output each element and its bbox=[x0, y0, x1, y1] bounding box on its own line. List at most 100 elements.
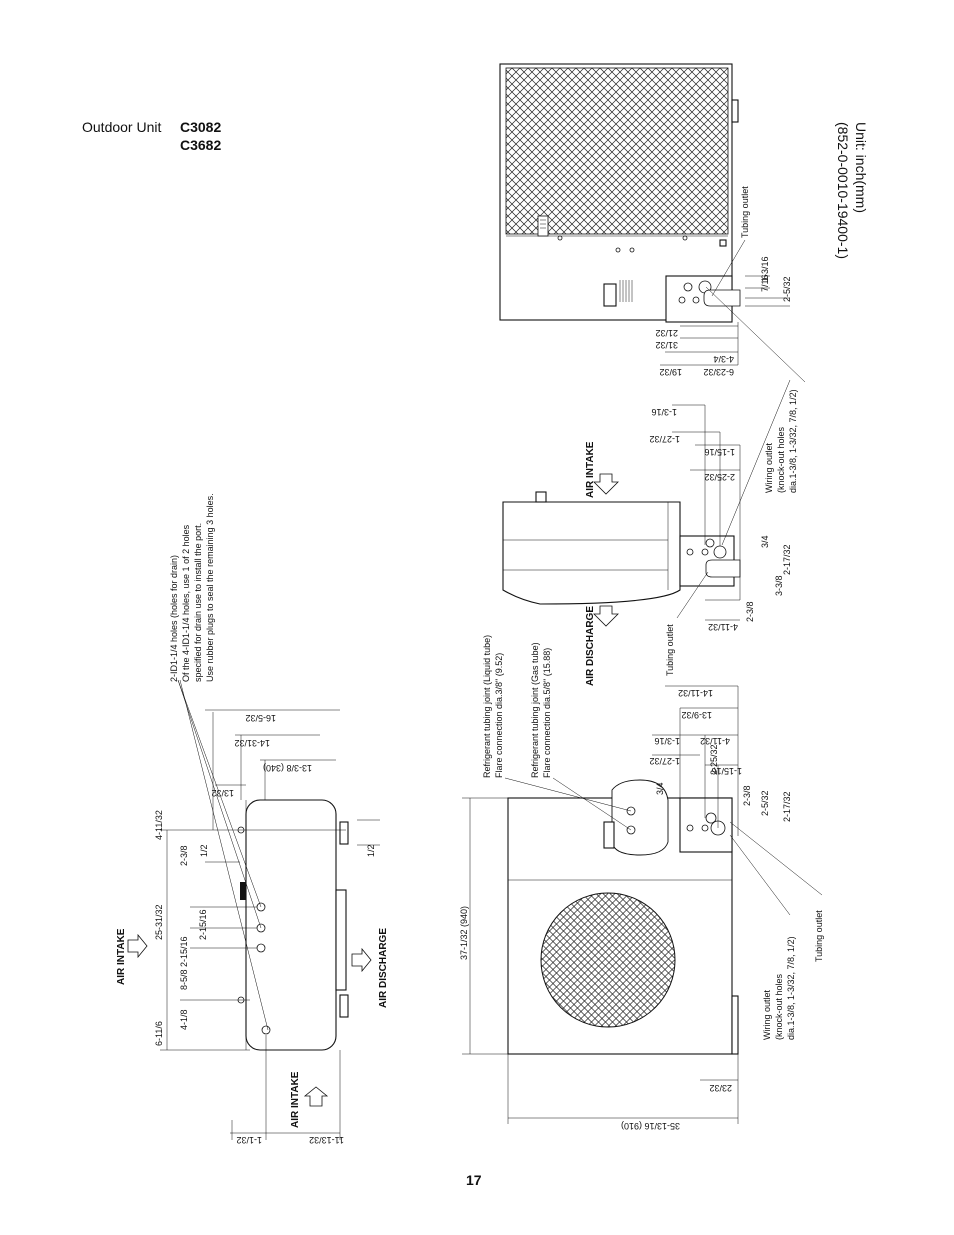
dim-base-top-4: 13/32 bbox=[211, 788, 234, 798]
dim-front-r11: 2-17/32 bbox=[782, 791, 792, 822]
svg-text:specified for drain use to ins: specified for drain use to install the p… bbox=[193, 523, 203, 682]
dim-base-small-1: 1/2 bbox=[199, 844, 209, 857]
dim-rear-5: 6-23/32 bbox=[703, 367, 734, 377]
svg-text:Of the 4-ID1-1/4 holes, use 1: Of the 4-ID1-1/4 holes, use 1 of 2 holes bbox=[181, 524, 191, 682]
dim-front-r4: 1-3/16 bbox=[654, 736, 680, 746]
dim-base-mid-2: 2-15/16 bbox=[198, 909, 208, 940]
svg-text:Use rubber plugs to seal the r: Use rubber plugs to seal the remaining 3… bbox=[205, 493, 215, 682]
svg-text:Wiring outlet: Wiring outlet bbox=[764, 442, 774, 493]
base-valve bbox=[240, 882, 246, 900]
svg-text:dia.1-3/8, 1-3/32, 7/8, 1/2): dia.1-3/8, 1-3/32, 7/8, 1/2) bbox=[788, 389, 798, 493]
svg-text:Wiring outlet: Wiring outlet bbox=[762, 989, 772, 1040]
svg-text:(knock-out holes: (knock-out holes bbox=[776, 426, 786, 493]
liquid-joint-note: Refrigerant tubing joint (Liquid tube) F… bbox=[482, 635, 504, 778]
dim-front-r5: 1-27/32 bbox=[649, 756, 680, 766]
rear-panel-box bbox=[603, 283, 617, 307]
arrow-intake-top-icon bbox=[127, 933, 148, 959]
front-side-tab bbox=[731, 995, 739, 1055]
dim-side-7: 3-3/8 bbox=[774, 575, 784, 596]
gas-joint-note: Refrigerant tubing joint (Gas tube) Flar… bbox=[530, 642, 552, 778]
dim-front-r10: 2-5/32 bbox=[760, 790, 770, 816]
side-view: 1-3/16 1-27/32 1-15/16 2-25/32 3/4 2-17/… bbox=[502, 379, 798, 686]
dim-base-left-3: 6-11/6 bbox=[154, 1021, 164, 1046]
dim-base-left-1: 4-11/32 bbox=[154, 810, 164, 840]
base-view: 16-5/32 14-31/32 13-3/8 (340) 13/32 4-11… bbox=[116, 493, 389, 1145]
front-valve-box bbox=[603, 821, 615, 849]
dim-side-6: 2-17/32 bbox=[782, 544, 792, 575]
dim-base-top-3: 13-3/8 (340) bbox=[263, 763, 312, 773]
title-label: Outdoor Unit bbox=[82, 119, 162, 135]
svg-text:2-ID1-1/4 holes (holes for dra: 2-ID1-1/4 holes (holes for drain) bbox=[169, 555, 179, 682]
dim-front-r1: 14-11/32 bbox=[678, 688, 713, 698]
base-foot-bottom bbox=[339, 994, 349, 1018]
front-wiring-note: Wiring outlet (knock-out holes dia.1-3/8… bbox=[762, 936, 796, 1040]
dim-front-r8: 3/4 bbox=[655, 782, 665, 795]
side-air-discharge: AIR DISCHARGE bbox=[585, 606, 596, 686]
dim-front-height: 37-1/32 (940) bbox=[459, 906, 469, 960]
side-cap bbox=[535, 491, 547, 503]
dim-front-width: 35-13/16 (910) bbox=[621, 1121, 680, 1131]
dim-front-r6: 1-15/16 bbox=[711, 766, 742, 776]
dim-front-r7: 2-25/32 bbox=[709, 744, 719, 775]
arrow-intake-bottom-icon bbox=[303, 1086, 329, 1107]
dim-rear-6: 1-3/16 bbox=[760, 256, 770, 282]
svg-text:Refrigerant tubing joint (Gas: Refrigerant tubing joint (Gas tube) bbox=[530, 642, 540, 778]
base-air-discharge: AIR DISCHARGE bbox=[378, 928, 389, 1008]
dim-rear-3: 4-3/4 bbox=[713, 354, 734, 364]
rear-tubing-outlet: Tubing outlet bbox=[740, 186, 750, 238]
front-tubing-outlet: Tubing outlet bbox=[814, 910, 824, 962]
dim-base-mid-1: 2-3/8 bbox=[179, 845, 189, 866]
front-view: 37-1/32 (940) 35-13/16 (910) 23/32 14-11… bbox=[459, 635, 824, 1131]
svg-text:Refrigerant tubing joint (Liqu: Refrigerant tubing joint (Liquid tube) bbox=[482, 635, 492, 778]
base-air-intake-top: AIR INTAKE bbox=[116, 928, 127, 985]
dim-rear-7: 7/16 bbox=[760, 274, 770, 292]
arrow-discharge-icon bbox=[351, 947, 372, 973]
fan-grille bbox=[540, 892, 676, 1028]
dim-side-3: 1-15/16 bbox=[704, 447, 735, 457]
dim-side-2: 1-27/32 bbox=[649, 434, 680, 444]
svg-text:dia.1-3/8, 1-3/32, 7/8, 1/2): dia.1-3/8, 1-3/32, 7/8, 1/2) bbox=[786, 936, 796, 1040]
base-air-intake-bottom: AIR INTAKE bbox=[290, 1071, 301, 1128]
rear-grille bbox=[505, 67, 729, 235]
dim-base-top-2: 14-31/32 bbox=[234, 738, 270, 748]
page-number: 17 bbox=[466, 1172, 482, 1188]
dim-rear-4: 19/32 bbox=[659, 367, 682, 377]
rear-view: 21/32 31/32 4-3/4 19/32 6-23/32 1-3/16 7… bbox=[499, 63, 806, 383]
drain-note: 2-ID1-1/4 holes (holes for drain) Of the… bbox=[169, 493, 215, 682]
dim-base-small-2: 1/2 bbox=[366, 844, 376, 857]
dim-side-8: 2-3/8 bbox=[745, 601, 755, 622]
dim-side-5: 3/4 bbox=[760, 535, 770, 548]
model-2: C3682 bbox=[180, 137, 222, 153]
base-foot-top bbox=[339, 821, 349, 845]
gas-valve bbox=[626, 825, 636, 835]
rear-side-tab bbox=[731, 99, 739, 123]
dim-base-bottom-1: 1-1/32 bbox=[236, 1135, 262, 1145]
svg-text:Flare connection dia.3/8" (9.5: Flare connection dia.3/8" (9.52) bbox=[494, 653, 504, 778]
dim-front-r2: 13-9/32 bbox=[681, 710, 712, 720]
base-outline bbox=[245, 799, 337, 1051]
side-intake-arrow-icon bbox=[593, 473, 619, 495]
side-wiring-note: Wiring outlet (knock-out holes dia.1-3/8… bbox=[764, 389, 798, 493]
dim-base-bottom-2: 11-13/32 bbox=[309, 1135, 344, 1145]
dim-side-4: 2-25/32 bbox=[704, 472, 735, 482]
dim-front-small: 23/32 bbox=[709, 1083, 732, 1093]
dim-rear-8: 2-5/32 bbox=[782, 276, 792, 302]
svg-text:(knock-out holes: (knock-out holes bbox=[774, 973, 784, 1040]
side-tubing-outlet: Tubing outlet bbox=[665, 624, 675, 676]
dim-rear-1: 21/32 bbox=[655, 328, 678, 338]
dim-side-1: 1-3/16 bbox=[651, 407, 677, 417]
side-discharge-arrow-icon bbox=[593, 605, 619, 627]
dim-base-mid-4: 4-1/8 bbox=[179, 1009, 189, 1030]
dim-front-r3: 4-11/32 bbox=[700, 736, 730, 746]
dim-base-top-1: 16-5/32 bbox=[245, 713, 276, 723]
side-air-intake: AIR INTAKE bbox=[585, 441, 596, 498]
liquid-valve bbox=[626, 806, 636, 816]
dim-side-9: 4-11/32 bbox=[708, 622, 738, 632]
drain-hole-4 bbox=[261, 1025, 271, 1035]
dim-base-left-2: 25-31/32 bbox=[154, 904, 164, 940]
side-outline bbox=[502, 501, 681, 605]
svg-text:Flare connection dia.5/8" (15.: Flare connection dia.5/8" (15.88) bbox=[542, 648, 552, 778]
